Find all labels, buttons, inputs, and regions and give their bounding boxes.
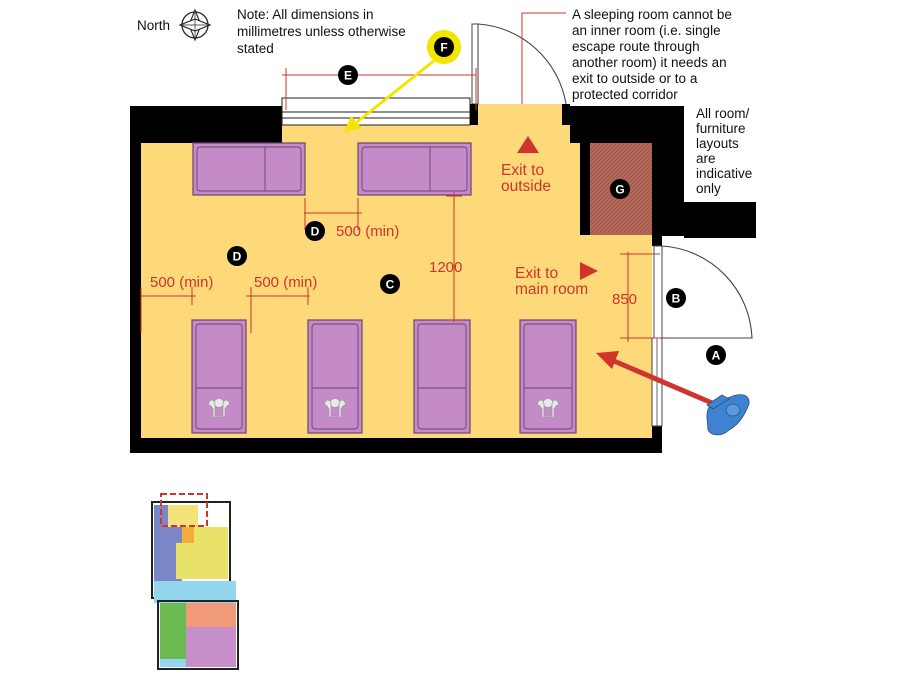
dimensions-note: Note: All dimensions in millimetres unle… — [237, 7, 410, 56]
inner-room-note-line-5: exit to outside or to a — [572, 71, 698, 86]
indicative-note: All room/ furniture layouts are indicati… — [696, 106, 756, 196]
dimensions-note-line-2: millimetres unless otherwise — [237, 24, 406, 39]
dimensions-note-line-1: Note: All dimensions in — [237, 7, 374, 22]
clearance-label-top: 500 (min) — [336, 223, 399, 240]
exit-to-outside-line-1: Exit to — [501, 162, 544, 179]
marker-c-label: C — [386, 278, 395, 292]
exit-to-outside-line-2: outside — [501, 178, 551, 195]
bed-top-2 — [357, 142, 472, 196]
marker-c: C — [380, 274, 400, 294]
wall-corner-vertical — [652, 106, 684, 236]
aisle-width-label: 1200 — [429, 259, 462, 276]
exit-to-outside-label: Exit to outside — [501, 162, 551, 195]
marker-g-label: G — [615, 183, 624, 197]
door-width-label: 850 — [612, 291, 637, 308]
inner-room-note-line-3: escape route through — [572, 39, 700, 54]
wall-right-jamb-lower — [652, 426, 662, 453]
marker-g: G — [610, 179, 630, 199]
marker-d2: D — [305, 221, 325, 241]
marker-a-label: A — [712, 349, 721, 363]
walls — [130, 106, 756, 453]
compass-icon — [178, 8, 212, 42]
bed-bottom-2 — [307, 319, 363, 434]
compass-label: North — [137, 18, 170, 33]
inner-room-note-line-6: protected corridor — [572, 87, 678, 102]
exit-to-outside-door — [470, 23, 570, 125]
exit-to-main-room-line-1: Exit to — [515, 265, 558, 282]
dimensions-note-line-3: stated — [237, 41, 274, 56]
inner-room-note-line-1: A sleeping room cannot be — [572, 7, 732, 22]
exit-up-arrow-icon — [517, 136, 539, 153]
marker-a: A — [706, 345, 726, 365]
inner-room-note: A sleeping room cannot be an inner room … — [572, 7, 736, 102]
exit-right-arrow-icon — [580, 262, 598, 280]
marker-f-label: F — [440, 41, 447, 55]
indicative-note-line-4: are — [696, 151, 716, 166]
corner-inner-wall — [580, 143, 590, 235]
bed-top-1 — [192, 142, 306, 196]
window-pointer-arrowhead-icon — [344, 116, 362, 132]
marker-b-label: B — [672, 292, 681, 306]
key-plan-highlight — [160, 493, 208, 527]
key-plan-thumbnail — [151, 493, 239, 670]
indicative-note-line-6: only — [696, 181, 721, 196]
north-compass: North — [137, 8, 212, 42]
marker-d1-label: D — [233, 250, 242, 264]
dimension-lines — [140, 68, 660, 342]
marker-d2-label: D — [311, 225, 320, 239]
indicative-note-line-3: layouts — [696, 136, 739, 151]
entry-arrow — [613, 358, 713, 406]
window-pointer-arrow — [356, 58, 436, 124]
marker-d1: D — [227, 246, 247, 266]
wall-left — [130, 106, 141, 453]
indicative-note-line-1: All room/ — [696, 106, 750, 121]
bed-bottom-3 — [413, 319, 471, 434]
exit-to-main-room-line-2: main room — [515, 281, 588, 298]
inner-room-note-line-4: another room) it needs an — [572, 55, 727, 70]
entry-arrowhead-icon — [596, 351, 619, 369]
inner-room-note-line-2: an inner room (i.e. single — [572, 23, 721, 38]
wall-top-left — [130, 106, 282, 143]
marker-e: E — [338, 65, 358, 85]
exit-to-main-room-label: Exit to main room — [515, 265, 588, 298]
clearance-label-mid: 500 (min) — [254, 274, 317, 291]
marker-b: B — [666, 288, 686, 308]
bed-bottom-1 — [191, 319, 247, 434]
wall-right-jamb-upper — [652, 234, 662, 246]
wall-bottom-pier — [337, 438, 349, 453]
person-walking-icon — [706, 394, 750, 436]
indicative-note-line-2: furniture — [696, 121, 746, 136]
clearance-label-left: 500 (min) — [150, 274, 213, 291]
marker-e-label: E — [344, 69, 352, 83]
wall-corner-horizontal — [684, 202, 756, 238]
inner-room-leader-line — [521, 12, 566, 104]
bed-bottom-4 — [519, 319, 577, 434]
indicative-note-line-5: indicative — [696, 166, 752, 181]
marker-f: F — [427, 30, 461, 64]
wall-bottom — [130, 438, 662, 453]
window — [281, 97, 471, 126]
